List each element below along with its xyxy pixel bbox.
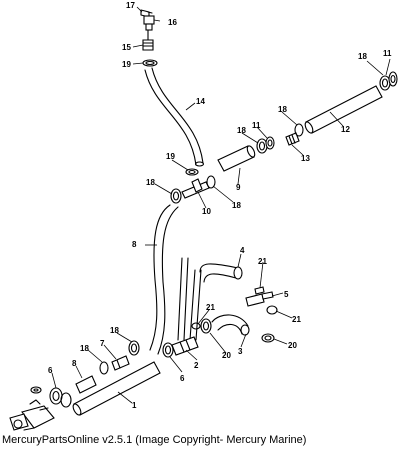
- tee-fitting-10: [181, 178, 210, 199]
- hose-9: [217, 145, 256, 172]
- callout-18-left-10: 18: [146, 178, 155, 187]
- fitting-7: [111, 355, 130, 371]
- callout-9: 9: [236, 183, 241, 192]
- hose-1: [72, 361, 161, 416]
- hose-12: [304, 85, 383, 134]
- callout-2: 2: [194, 361, 199, 370]
- callout-21-mid: 21: [206, 303, 215, 312]
- fitting-21-a: [254, 286, 265, 295]
- fitting-21-b: [266, 305, 278, 315]
- callout-18-right-12: 18: [358, 52, 367, 61]
- callout-17: 17: [126, 1, 135, 10]
- callout-8-long: 8: [132, 240, 137, 249]
- clamp-18-left-12: [256, 138, 268, 154]
- callout-18-near-7: 18: [110, 326, 119, 335]
- callout-18-lower: 18: [80, 344, 89, 353]
- fitting-21-c: [191, 322, 201, 330]
- clamp-19-top: [142, 59, 158, 67]
- callout-1: 1: [132, 401, 137, 410]
- callout-5: 5: [284, 290, 289, 299]
- callout-6-lower: 6: [48, 366, 53, 375]
- clamp-18-lower: [99, 361, 109, 375]
- clamp-18-right-13: [294, 123, 304, 137]
- copyright-caption: MercuryPartsOnline v2.5.1 (Image Copyrig…: [2, 434, 307, 446]
- callout-18-right-13: 18: [278, 105, 287, 114]
- callout-19-top: 19: [122, 60, 131, 69]
- callout-7: 7: [100, 339, 105, 348]
- callout-15: 15: [122, 43, 131, 52]
- fitting-16: [143, 15, 155, 31]
- clamp-6-lower: [49, 387, 72, 408]
- callout-16: 16: [168, 18, 177, 27]
- fitting-11-right: [388, 71, 398, 87]
- clamp-19-mid: [185, 168, 199, 176]
- washer-6: [30, 386, 42, 394]
- callout-21-top: 21: [258, 257, 267, 266]
- leader-lines: [51, 6, 391, 404]
- callout-21-right: 21: [292, 315, 301, 324]
- callout-20-left: 20: [222, 351, 231, 360]
- fitting-11-left: [265, 136, 275, 150]
- fitting-13: [285, 132, 300, 146]
- clamp-6-mid: [162, 342, 174, 358]
- callout-11-right: 11: [383, 49, 392, 58]
- callout-18-right-10: 18: [232, 201, 241, 210]
- fitting-2: [171, 336, 199, 356]
- hose-14: [144, 67, 205, 167]
- clamp-20-left: [200, 318, 212, 334]
- callout-20-right: 20: [288, 341, 297, 350]
- callout-8-short: 8: [72, 359, 77, 368]
- clamp-18-near-7: [128, 340, 140, 356]
- hose-4: [199, 263, 243, 283]
- callout-18-left-12: 18: [237, 126, 246, 135]
- vertical-hoses-2: [177, 257, 202, 341]
- hose-3: [211, 314, 250, 336]
- callout-14: 14: [196, 97, 205, 106]
- clamp-18-right-of-10: [206, 175, 216, 189]
- callout-4: 4: [240, 246, 245, 255]
- callout-labels: 17 16 15 19 14 19 18 10 18 9 18 11 18 13…: [48, 1, 392, 410]
- callout-11-left: 11: [252, 121, 261, 130]
- fitting-15: [142, 29, 154, 51]
- pump-assembly: [9, 399, 55, 431]
- callout-3: 3: [238, 347, 243, 356]
- callout-13: 13: [301, 154, 310, 163]
- fitting-5: [245, 291, 274, 307]
- callout-6-mid: 6: [180, 374, 185, 383]
- callout-12: 12: [341, 125, 350, 134]
- clamp-18-left-of-10: [170, 188, 182, 204]
- callout-10: 10: [202, 207, 211, 216]
- clamp-20-right: [261, 333, 275, 343]
- hose-8-long: [149, 204, 179, 355]
- hose-8-short: [75, 375, 97, 394]
- callout-19-mid: 19: [166, 152, 175, 161]
